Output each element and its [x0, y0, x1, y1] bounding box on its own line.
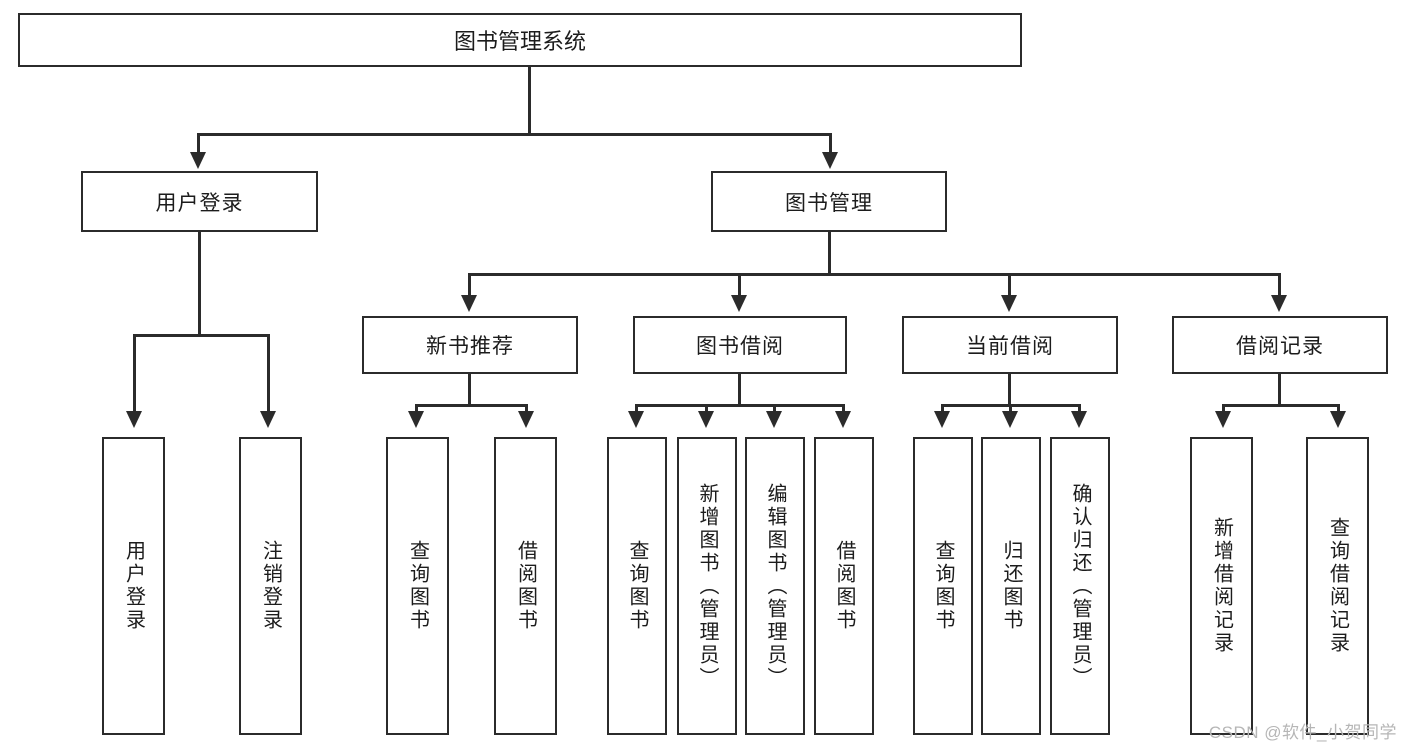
leaf-add-book-admin[interactable]: 新增图书（管理员） — [677, 437, 737, 735]
node-label: 用户登录 — [122, 540, 145, 632]
edge-newbook-to-leaf-1 — [525, 404, 528, 414]
edge-currentborrow-trunk — [1008, 374, 1011, 407]
node-label: 查询借阅记录 — [1326, 517, 1349, 655]
node-label: 借阅记录 — [1236, 335, 1324, 358]
arrow-userlogin-to-leaf-1 — [260, 411, 276, 428]
node-label: 确认归还（管理员） — [1069, 482, 1091, 690]
edge-borrowrecord-to-leaf-1 — [1337, 404, 1340, 414]
edge-bookborrow-bus — [635, 404, 845, 407]
arrow-currentborrow-to-leaf-0 — [934, 411, 950, 428]
edge-bookborrow-to-leaf-0 — [635, 404, 638, 414]
leaf-user-login[interactable]: 用户登录 — [102, 437, 165, 735]
edge-root-to-user-login — [197, 133, 200, 155]
leaf-return-book[interactable]: 归还图书 — [981, 437, 1041, 735]
node-borrow-record[interactable]: 借阅记录 — [1172, 316, 1388, 374]
node-current-borrow[interactable]: 当前借阅 — [902, 316, 1118, 374]
arrow-currentborrow-to-leaf-2 — [1071, 411, 1087, 428]
node-label: 新增图书（管理员） — [696, 482, 718, 690]
node-book-borrow[interactable]: 图书借阅 — [633, 316, 847, 374]
edge-bookborrow-trunk — [738, 374, 741, 407]
edge-bookmanage-to-l3-3 — [1278, 273, 1281, 298]
arrow-bookmanage-to-l3-0 — [461, 295, 477, 312]
arrow-bookborrow-to-leaf-2 — [766, 411, 782, 428]
edge-bookmanage-to-l3-0 — [468, 273, 471, 298]
arrow-bookborrow-to-leaf-1 — [698, 411, 714, 428]
arrow-root-to-book-manage — [822, 152, 838, 169]
edge-borrowrecord-trunk — [1278, 374, 1281, 407]
edge-newbook-bus — [415, 404, 528, 407]
node-label: 查询图书 — [626, 540, 648, 632]
edge-userlogin-bus — [133, 334, 270, 337]
edge-userlogin-to-leaf-0 — [133, 334, 136, 414]
edge-newbook-to-leaf-0 — [415, 404, 418, 414]
node-label: 借阅图书 — [514, 540, 537, 632]
edge-borrowrecord-to-leaf-0 — [1222, 404, 1225, 414]
arrow-newbook-to-leaf-0 — [408, 411, 424, 428]
arrow-bookmanage-to-l3-2 — [1001, 295, 1017, 312]
leaf-query-book-newbook[interactable]: 查询图书 — [386, 437, 449, 735]
edge-bookborrow-to-leaf-3 — [842, 404, 845, 414]
arrow-bookmanage-to-l3-3 — [1271, 295, 1287, 312]
edge-currentborrow-to-leaf-0 — [941, 404, 944, 414]
leaf-query-borrow-record[interactable]: 查询借阅记录 — [1306, 437, 1369, 735]
node-book-management[interactable]: 图书管理 — [711, 171, 947, 232]
leaf-query-book-current[interactable]: 查询图书 — [913, 437, 973, 735]
arrow-borrowrecord-to-leaf-0 — [1215, 411, 1231, 428]
edge-root-bus — [197, 133, 832, 136]
arrow-bookmanage-to-l3-1 — [731, 295, 747, 312]
node-label: 新增借阅记录 — [1210, 517, 1233, 655]
edge-root-to-book-manage — [829, 133, 832, 155]
node-label: 编辑图书（管理员） — [764, 482, 786, 690]
leaf-logout[interactable]: 注销登录 — [239, 437, 302, 735]
leaf-edit-book-admin[interactable]: 编辑图书（管理员） — [745, 437, 805, 735]
node-label: 注销登录 — [259, 540, 282, 632]
node-label: 归还图书 — [1000, 540, 1022, 632]
edge-newbook-trunk — [468, 374, 471, 407]
arrow-bookborrow-to-leaf-3 — [835, 411, 851, 428]
node-label: 新书推荐 — [426, 335, 514, 358]
leaf-borrow-book-borrow[interactable]: 借阅图书 — [814, 437, 874, 735]
edge-bookborrow-to-leaf-1 — [705, 404, 708, 414]
leaf-borrow-book-newbook[interactable]: 借阅图书 — [494, 437, 557, 735]
node-new-book-recommend[interactable]: 新书推荐 — [362, 316, 578, 374]
edge-bookmanage-to-l3-1 — [738, 273, 741, 298]
node-label: 借阅图书 — [833, 540, 855, 632]
edge-root-trunk — [528, 67, 531, 135]
node-label: 图书借阅 — [696, 335, 784, 358]
edge-userlogin-to-leaf-1 — [267, 334, 270, 414]
arrow-userlogin-to-leaf-0 — [126, 411, 142, 428]
arrow-bookborrow-to-leaf-0 — [628, 411, 644, 428]
node-label: 查询图书 — [406, 540, 429, 632]
node-label: 用户登录 — [155, 191, 244, 215]
node-user-login[interactable]: 用户登录 — [81, 171, 318, 232]
leaf-add-borrow-record[interactable]: 新增借阅记录 — [1190, 437, 1253, 735]
arrow-borrowrecord-to-leaf-1 — [1330, 411, 1346, 428]
node-label: 查询图书 — [932, 540, 954, 632]
arrow-root-to-user-login — [190, 152, 206, 169]
node-root[interactable]: 图书管理系统 — [18, 13, 1022, 67]
leaf-confirm-return-admin[interactable]: 确认归还（管理员） — [1050, 437, 1110, 735]
node-label: 当前借阅 — [966, 335, 1054, 358]
edge-currentborrow-to-leaf-1 — [1009, 404, 1012, 414]
edge-borrowrecord-bus — [1222, 404, 1340, 407]
edge-bookmanage-bus — [468, 273, 1281, 276]
edge-bookmanage-trunk — [828, 232, 831, 276]
edge-bookmanage-to-l3-2 — [1008, 273, 1011, 298]
edge-userlogin-trunk — [198, 232, 201, 337]
node-label: 图书管理 — [785, 191, 873, 215]
edge-bookborrow-to-leaf-2 — [773, 404, 776, 414]
leaf-query-book-borrow[interactable]: 查询图书 — [607, 437, 667, 735]
arrow-newbook-to-leaf-1 — [518, 411, 534, 428]
edge-currentborrow-to-leaf-2 — [1078, 404, 1081, 414]
node-label: 图书管理系统 — [453, 29, 586, 54]
arrow-currentborrow-to-leaf-1 — [1002, 411, 1018, 428]
